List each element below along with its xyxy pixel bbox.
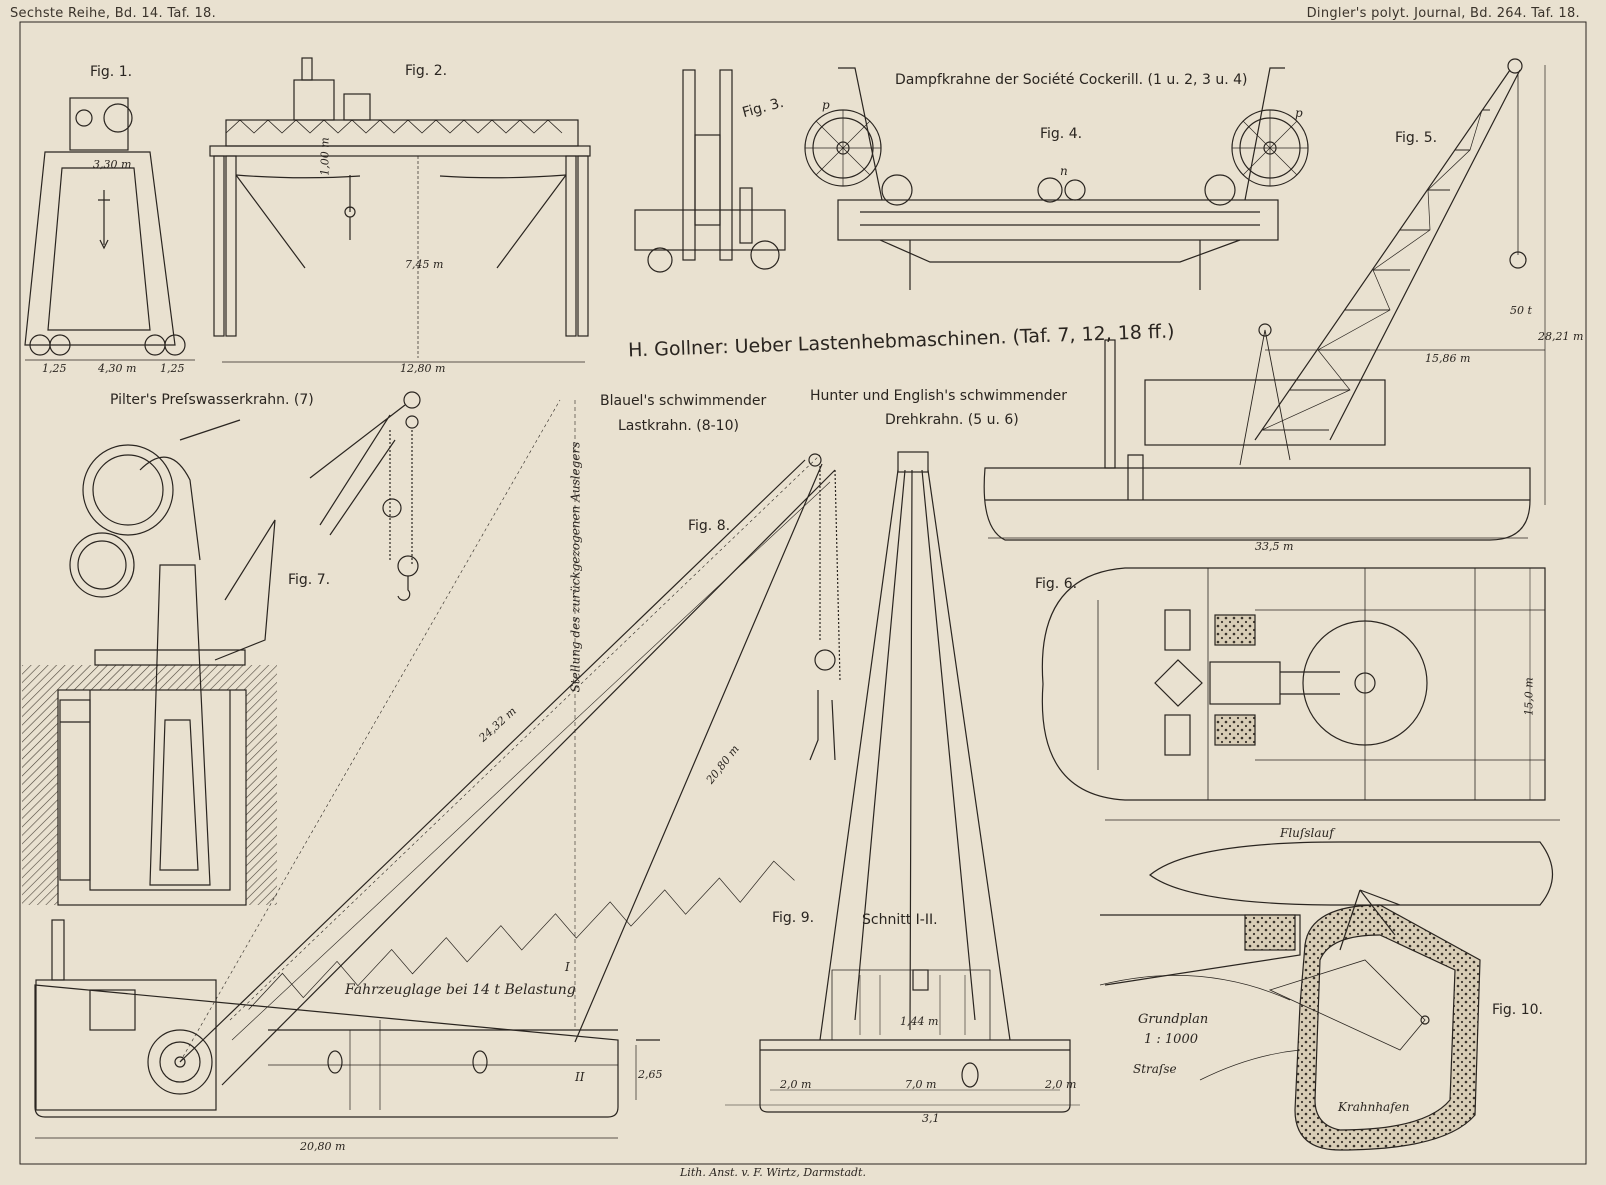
header-left: Sechste Reihe, Bd. 14. Taf. 18. <box>10 6 217 21</box>
caption-fahrzeuglage: Fahrzeuglage bei 14 t Belastung <box>345 982 576 998</box>
caption-stellung: Stellung des zurückgezogenen Auslegers <box>568 441 583 693</box>
fig-label-4: Fig. 4. <box>1040 126 1083 142</box>
dim-1586: 15,86 m <box>1425 352 1471 365</box>
fig10-drawing <box>1099 819 1560 1151</box>
label-I: I <box>565 960 570 974</box>
label-p-right: p <box>1295 106 1303 120</box>
dim-430: 4,30 m <box>98 362 137 375</box>
dim-20-left: 2,0 m <box>780 1078 812 1091</box>
fig8-drawing <box>34 399 841 1139</box>
caption-pilter: Pilter's Preſswasserkrahn. (7) <box>110 392 314 408</box>
dim-2080-hull: 20,80 m <box>300 1140 346 1153</box>
fig-label-1: Fig. 1. <box>90 64 133 80</box>
label-p-left: p <box>822 98 830 112</box>
fig-label-6: Fig. 6. <box>1035 576 1078 592</box>
fig-label-10: Fig. 10. <box>1492 1002 1543 1018</box>
caption-grundplan: Grundplan <box>1138 1012 1209 1027</box>
fig-label-7: Fig. 7. <box>288 572 331 588</box>
dim-50t: 50 t <box>1510 304 1532 317</box>
caption-schnitt: Schnitt I-II. <box>862 912 938 928</box>
fig1-drawing <box>24 97 195 361</box>
fig5-drawing <box>983 58 1546 541</box>
caption-blauel-line1: Blauel's schwimmender <box>600 393 767 409</box>
caption-krahnhafen: Krahnhafen <box>1338 1100 1410 1114</box>
dim-1280: 12,80 m <box>400 362 446 375</box>
fig3-drawing <box>634 69 786 273</box>
caption-hunter-line1: Hunter und English's schwimmender <box>810 388 1068 404</box>
dim-330: 3,30 m <box>93 158 132 171</box>
fig-label-5: Fig. 5. <box>1395 130 1438 146</box>
dim-70: 7,0 m <box>905 1078 937 1091</box>
caption-printer: Lith. Anst. v. F. Wirtz, Darmstadt. <box>680 1166 866 1179</box>
fig-label-2: Fig. 2. <box>405 63 448 79</box>
dim-2821: 28,21 m <box>1538 330 1584 343</box>
caption-hunter-line2: Drehkrahn. (5 u. 6) <box>885 412 1019 428</box>
plate-border <box>19 21 1587 1165</box>
caption-cockerill: Dampfkrahne der Société Cockerill. (1 u.… <box>895 72 1248 88</box>
dim-125-left: 1,25 <box>42 362 67 375</box>
caption-scale: 1 : 1000 <box>1144 1032 1198 1047</box>
caption-strasse: Straſse <box>1133 1062 1177 1076</box>
dim-265: 2,65 <box>638 1068 663 1081</box>
fig7-drawing <box>22 419 277 906</box>
dim-335: 33,5 m <box>1255 540 1294 553</box>
fig7-hook-detail <box>309 391 421 601</box>
label-II: II <box>575 1070 585 1084</box>
fig-label-8: Fig. 8. <box>688 518 731 534</box>
dim-100: 1,00 m <box>318 137 332 176</box>
label-n: n <box>1060 164 1068 178</box>
caption-blauel-line2: Lastkrahn. (8-10) <box>618 418 739 434</box>
fig2-drawing <box>209 57 591 363</box>
dim-31: 3,1 <box>922 1112 940 1125</box>
fig4-drawing <box>804 67 1309 290</box>
dim-20-right: 2,0 m <box>1045 1078 1077 1091</box>
dim-125-right: 1,25 <box>160 362 185 375</box>
fig9-drawing <box>725 451 1080 1113</box>
dim-150: 15,0 m <box>1522 677 1536 716</box>
header-right: Dingler's polyt. Journal, Bd. 264. Taf. … <box>1306 6 1580 21</box>
dim-144: 1,44 m <box>900 1015 939 1028</box>
dim-745: 7,45 m <box>405 258 444 271</box>
caption-flusslauf: Fluſslauf <box>1280 826 1334 840</box>
fig6-drawing <box>1041 567 1546 801</box>
fig-label-9: Fig. 9. <box>772 910 815 926</box>
